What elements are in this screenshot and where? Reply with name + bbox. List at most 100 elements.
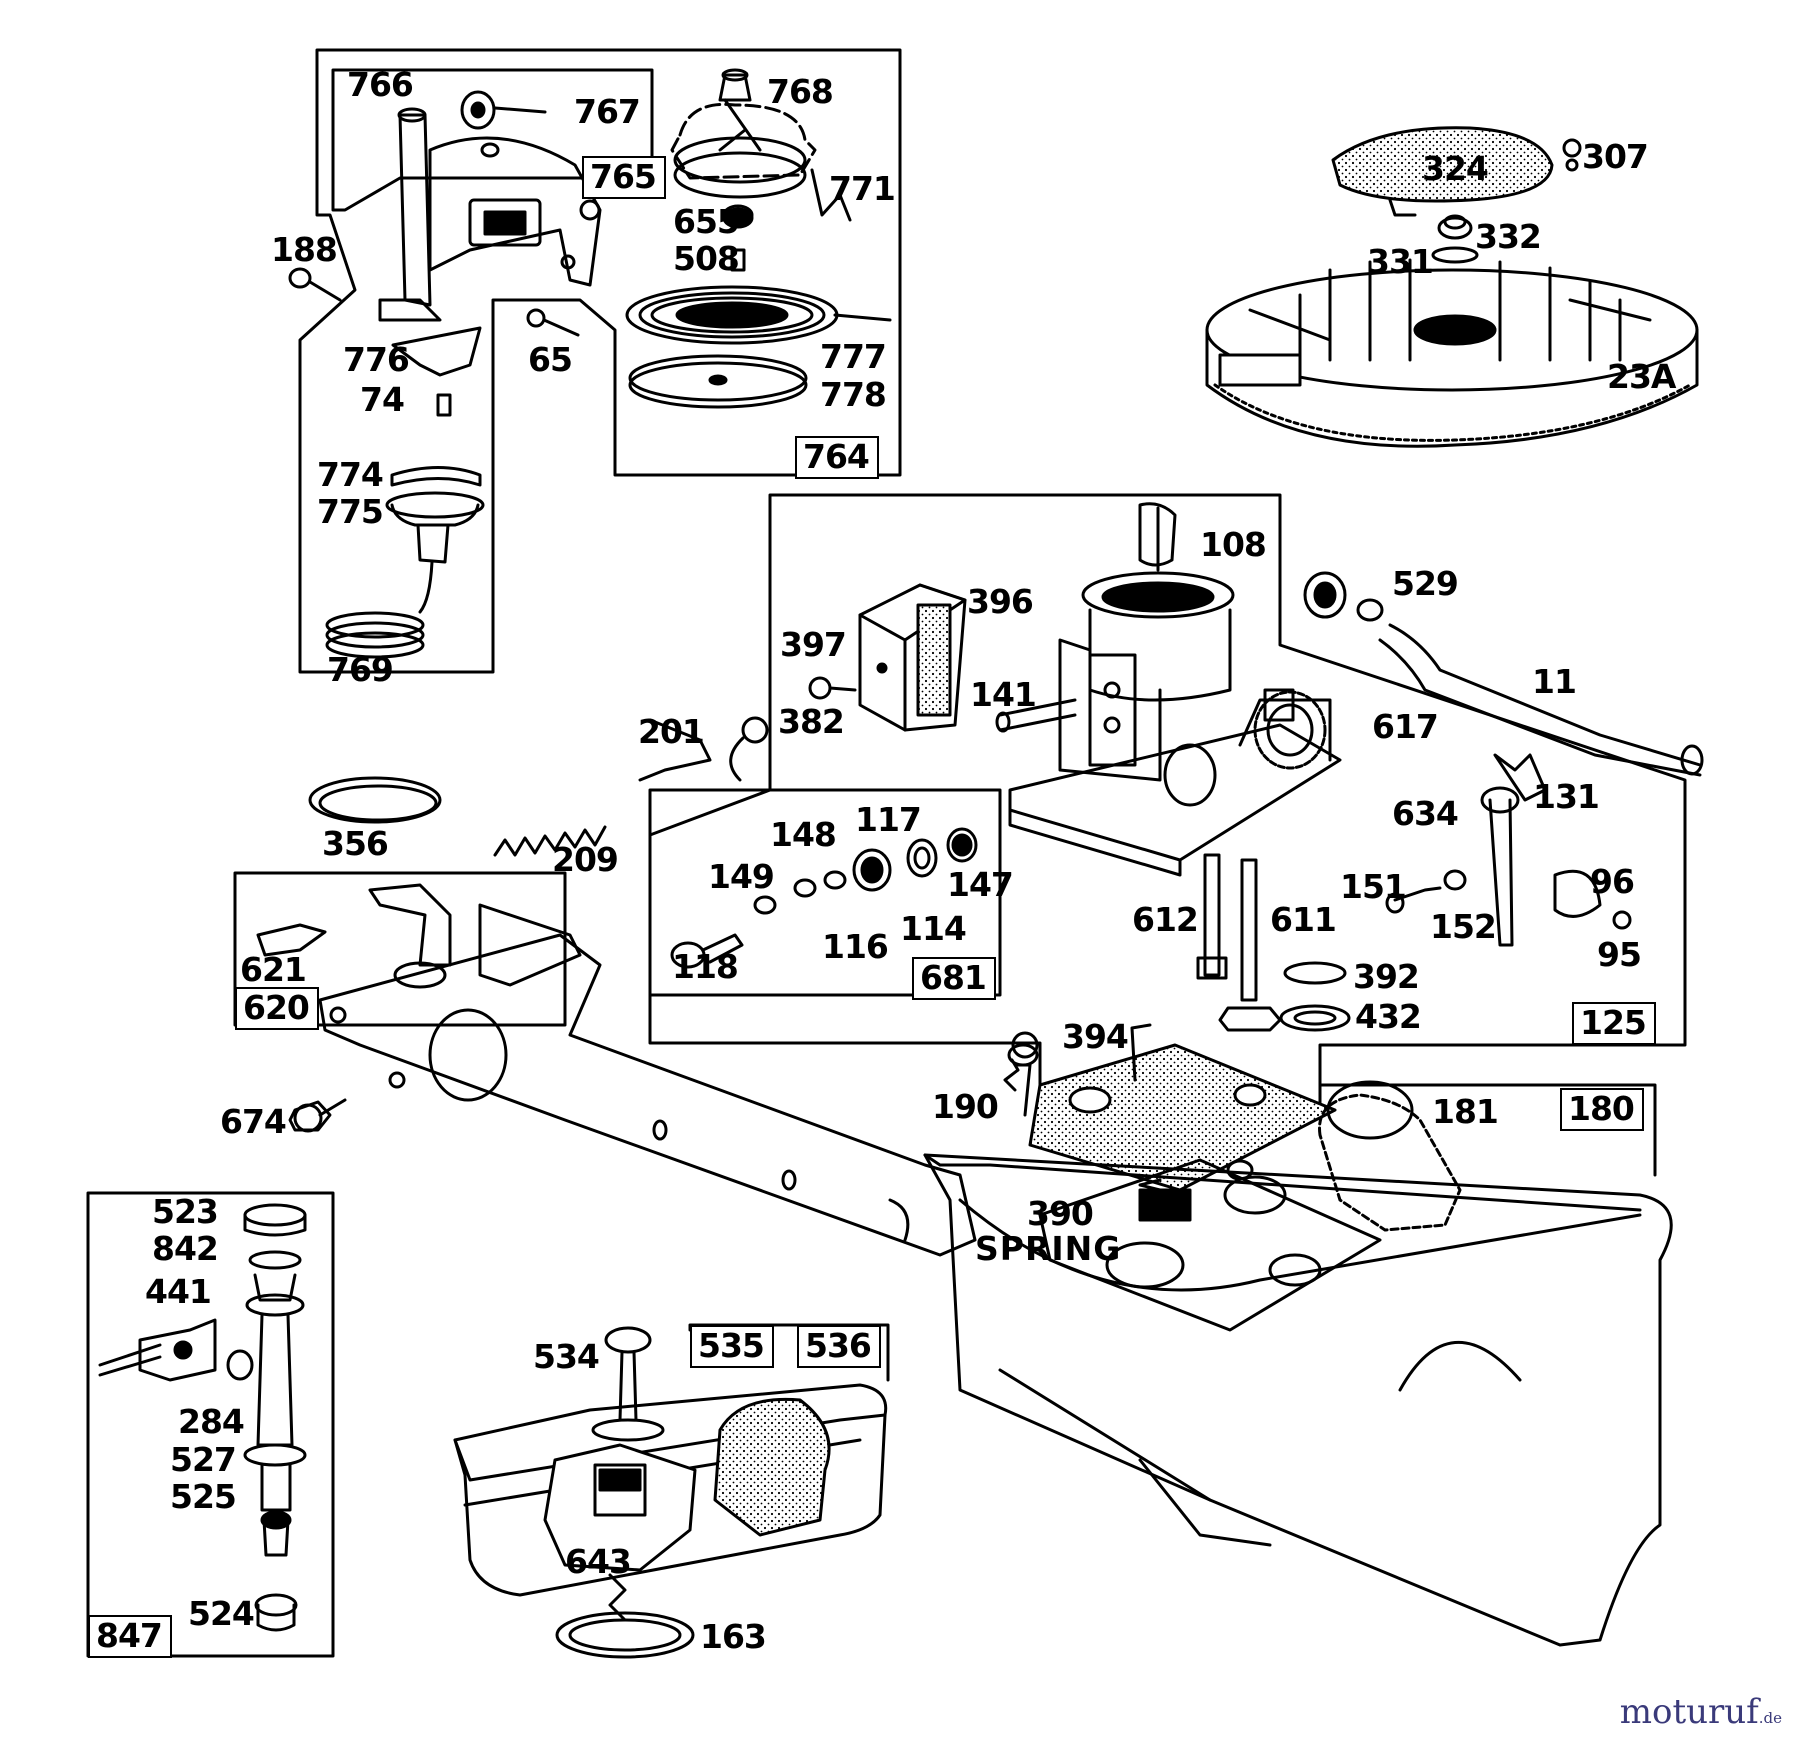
part-label-767: 767 (574, 92, 641, 131)
part-label-524: 524 (188, 1594, 255, 1633)
part-label-525: 525 (170, 1477, 237, 1516)
part-label-535: 535 (690, 1325, 774, 1368)
part-label-131: 131 (1533, 777, 1600, 816)
part-label-117: 117 (855, 800, 922, 839)
part-label-771: 771 (829, 169, 896, 208)
part-label-23A: 23A (1607, 357, 1676, 396)
part-label-766: 766 (347, 65, 414, 104)
part-label-382: 382 (778, 702, 845, 741)
starter-handle-part (325, 466, 485, 659)
fuel-tank-part (923, 1023, 1673, 1647)
part-label-118: 118 (672, 947, 739, 986)
group-frame-681 (648, 788, 1002, 997)
part-label-681: 681 (912, 957, 996, 1000)
watermark: moturuf.de (1620, 1695, 1782, 1729)
part-label-65: 65 (528, 340, 573, 379)
group-frame-180 (1318, 1083, 1657, 1177)
part-label-96: 96 (1590, 862, 1635, 901)
part-label-611: 611 (1270, 900, 1337, 939)
part-label-655: 655 (673, 202, 740, 241)
choke-part (808, 583, 967, 732)
washer-part (722, 204, 754, 272)
part-label-394: 394 (1062, 1017, 1129, 1056)
part-label-190: 190 (932, 1087, 999, 1126)
part-label-777: 777 (820, 337, 887, 376)
watermark-tld: .de (1758, 1709, 1782, 1727)
part-label-775: 775 (317, 492, 384, 531)
part-label-95: 95 (1597, 935, 1642, 974)
part-label-764: 764 (795, 436, 879, 479)
part-label-181: 181 (1432, 1092, 1499, 1131)
part-label-765: 765 (582, 156, 666, 199)
part-label-284: 284 (178, 1402, 245, 1441)
part-label-674: 674 (220, 1102, 287, 1141)
part-label-163: 163 (700, 1617, 767, 1656)
rewind-spring-part (625, 285, 892, 409)
part-label-390: 390 (1027, 1194, 1094, 1233)
watermark-name: moturuf (1619, 1692, 1759, 1732)
part-label-534: 534 (533, 1337, 600, 1376)
part-label-508: 508 (673, 239, 740, 278)
part-label-125: 125 (1572, 1002, 1656, 1045)
part-label-774: 774 (317, 455, 384, 494)
part-label-441: 441 (145, 1272, 212, 1311)
part-label-536: 536 (797, 1325, 881, 1368)
part-label-148: 148 (770, 815, 837, 854)
part-label-769: 769 (327, 650, 394, 689)
part-label-847: 847 (88, 1615, 172, 1658)
part-label-397: 397 (780, 625, 847, 664)
part-label-149: 149 (708, 857, 775, 896)
part-label-617: 617 (1372, 707, 1439, 746)
part-label-201: 201 (638, 712, 705, 751)
throttle-link-part (638, 698, 1077, 782)
gasket-ring-part (308, 776, 607, 857)
part-label-612: 612 (1132, 900, 1199, 939)
part-label-643: 643 (565, 1542, 632, 1581)
part-label-188: 188 (271, 230, 338, 269)
part-label-634: 634 (1392, 794, 1459, 833)
part-label-396: 396 (967, 582, 1034, 621)
part-label-842: 842 (152, 1229, 219, 1268)
starter-pulley-part (670, 68, 852, 222)
part-label-11: 11 (1532, 662, 1577, 701)
carburetor-body-part (1008, 502, 1342, 877)
part-label-74: 74 (360, 380, 405, 419)
carb-spring-part (1138, 1178, 1162, 1217)
flywheel-part (1205, 126, 1699, 448)
tank-screw-part (1007, 1043, 1039, 1117)
part-label-332: 332 (1475, 217, 1542, 256)
group-frame-620 (233, 871, 567, 1027)
part-label-151: 151 (1340, 867, 1407, 906)
part-label-114: 114 (900, 909, 967, 948)
part-label-432: 432 (1355, 997, 1422, 1036)
screw-part (288, 267, 580, 417)
part-label-307: 307 (1582, 137, 1649, 176)
part-label-527: 527 (170, 1440, 237, 1479)
part-label-324: 324 (1422, 149, 1489, 188)
part-label-621: 621 (240, 950, 307, 989)
part-label-523: 523 (152, 1192, 219, 1231)
group-frame-847 (86, 1191, 335, 1658)
air-cleaner-part (453, 1326, 888, 1659)
part-label-331: 331 (1367, 242, 1434, 281)
part-label-768: 768 (767, 72, 834, 111)
part-label-180: 180 (1560, 1088, 1644, 1131)
part-label-529: 529 (1392, 564, 1459, 603)
needle-valve-part (670, 827, 978, 969)
part-label-152: 152 (1430, 907, 1497, 946)
part-label-778: 778 (820, 375, 887, 414)
part-label-776: 776 (343, 340, 410, 379)
fuel-line-part (1303, 571, 1704, 777)
starter-housing-part (378, 90, 602, 322)
part-label-356: 356 (322, 824, 389, 863)
part-label-141: 141 (970, 675, 1037, 714)
mounting-screw-part (1196, 853, 1351, 1032)
part-label-spring: SPRING (975, 1229, 1122, 1268)
part-label-147: 147 (947, 865, 1014, 904)
bolt-part (288, 1100, 332, 1132)
fuel-valve-part (1385, 753, 1632, 947)
part-label-209: 209 (552, 840, 619, 879)
dipstick-part (98, 1203, 307, 1632)
